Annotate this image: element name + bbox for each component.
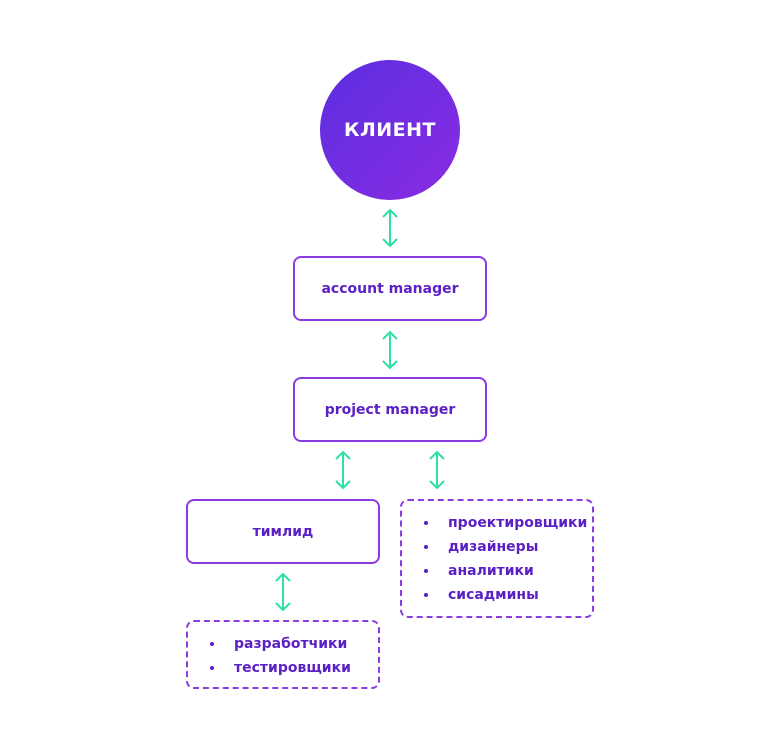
teamlead-label: тимлид [252,523,314,540]
client-node: КЛИЕНТ [320,60,460,200]
client-label: КЛИЕНТ [343,119,437,141]
teamlead-team-box: разработчики тестировщики [186,620,380,689]
list-item: аналитики [424,559,592,583]
double-arrow-icon [380,330,400,370]
list-item: проектировщики [424,511,592,535]
teamlead-box: тимлид [186,499,380,564]
double-arrow-icon [427,450,447,490]
list-item: дизайнеры [424,535,592,559]
list-item: сисадмины [424,583,592,607]
teamlead-team-list: разработчики тестировщики [188,632,378,680]
double-arrow-icon [273,572,293,612]
account-manager-box: account manager [293,256,487,321]
project-manager-label: project manager [324,401,456,418]
list-item: тестировщики [210,656,378,680]
list-item: разработчики [210,632,378,656]
project-manager-box: project manager [293,377,487,442]
double-arrow-icon [380,208,400,248]
account-manager-label: account manager [321,280,459,297]
pm-team-box: проектировщики дизайнеры аналитики сисад… [400,499,594,618]
pm-team-list: проектировщики дизайнеры аналитики сисад… [402,511,592,607]
double-arrow-icon [333,450,353,490]
